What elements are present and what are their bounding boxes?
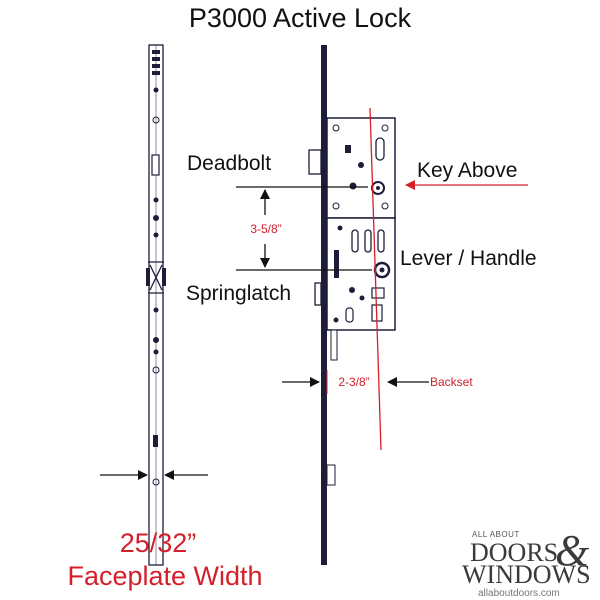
brand-logo: ALL ABOUT DOORS & WINDOWS allaboutdoors.… — [462, 526, 591, 599]
key-above-label: Key Above — [417, 159, 517, 182]
springlatch-label: Springlatch — [186, 282, 291, 305]
logo-windows: WINDOWS — [462, 560, 591, 589]
faceplate-width-value: 25/32” — [120, 528, 197, 558]
faceplate-width-caption: Faceplate Width — [67, 561, 262, 591]
backset-label: Backset — [430, 375, 473, 389]
logo-url: allaboutdoors.com — [478, 588, 560, 599]
backset-centerline — [369, 107, 382, 451]
faceplate-front-view — [146, 44, 166, 566]
vertical-spacing-value: 3-5/8” — [250, 222, 281, 236]
backset-value: 2-3/8” — [338, 375, 369, 389]
logo-ampersand: & — [555, 526, 590, 575]
logo-line1: ALL ABOUT — [472, 530, 520, 539]
lock-side-view — [308, 45, 396, 565]
page-title: P3000 Active Lock — [189, 3, 412, 33]
backset-arrows — [282, 370, 429, 394]
lever-handle-label: Lever / Handle — [400, 247, 537, 270]
logo-doors: DOORS — [470, 538, 558, 567]
deadbolt-label: Deadbolt — [187, 152, 271, 175]
